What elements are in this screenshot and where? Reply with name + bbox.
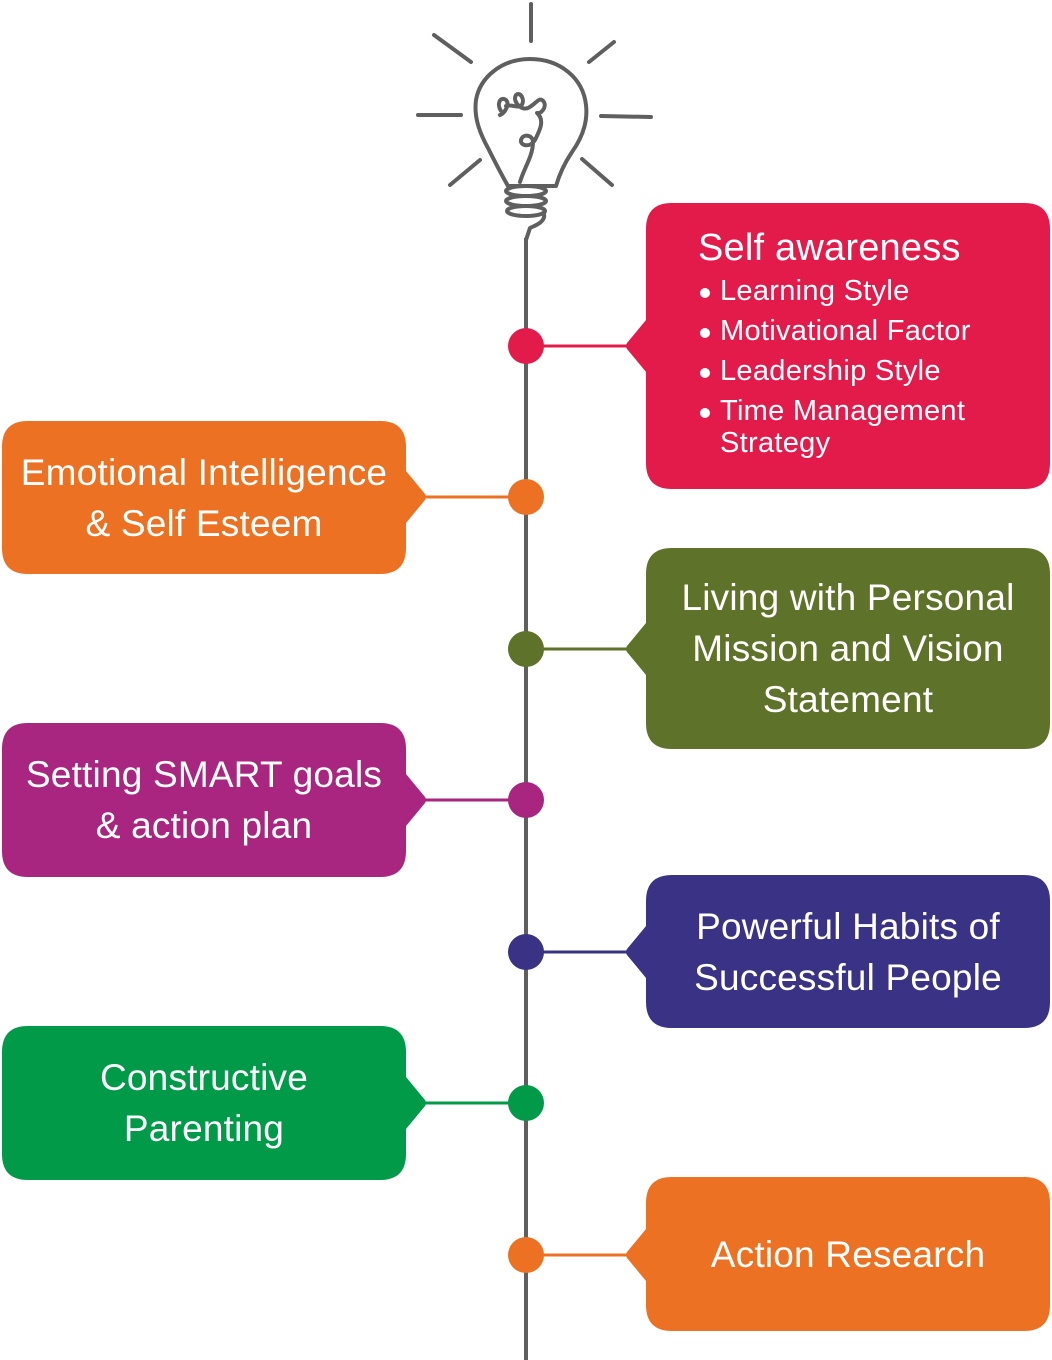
bullet-dot-icon (700, 288, 710, 298)
bullet-text: Motivational Factor (720, 315, 971, 347)
callout-shape-smart-goals (2, 723, 426, 877)
callout-line: Parenting (123, 1108, 285, 1149)
bullet-dot-icon (700, 368, 710, 378)
light-ray (448, 158, 482, 187)
callout-title: Emotional Intelligence & Self Esteem (21, 447, 387, 549)
timeline-node-action-research (508, 1237, 544, 1273)
callout-shape-constructive-parenting (2, 1026, 426, 1180)
callout-shape-powerful-habits (626, 875, 1050, 1028)
bulb-filament (496, 92, 547, 184)
callout-shape-mission-vision (626, 548, 1050, 749)
bulb-base-coil (505, 204, 547, 218)
light-ray (599, 114, 653, 119)
callout-line: Constructive (99, 1057, 309, 1098)
callout-line: & Self Esteem (85, 502, 323, 544)
timeline-node-self-awareness (508, 328, 544, 364)
lightbulb-icon (416, 2, 653, 242)
light-ray (587, 40, 616, 64)
callout-powerful-habits: Powerful Habits of Successful People (646, 875, 1050, 1028)
bullet-item: Leadership Style (698, 355, 1010, 387)
callout-line: Mission and Vision (692, 628, 1004, 669)
callout-line: Powerful Habits of (696, 905, 1000, 947)
bullet-dot-icon (700, 328, 710, 338)
callout-line: Action Research (710, 1233, 986, 1275)
timeline-node-mission-vision (508, 631, 544, 667)
callout-title: Action Research (711, 1229, 985, 1280)
callout-emotional-intelligence: Emotional Intelligence & Self Esteem (2, 421, 406, 574)
callout-line: Emotional Intelligence (20, 451, 388, 493)
light-ray (580, 157, 614, 187)
callout-line: Setting SMART goals (25, 754, 383, 795)
callout-line: Successful People (694, 956, 1002, 998)
callout-title: Setting SMART goals & action plan (26, 749, 382, 851)
bullet-item: Learning Style (698, 275, 1010, 307)
callout-shape-action-research (626, 1177, 1050, 1331)
callout-title: Powerful Habits of Successful People (694, 901, 1002, 1003)
bullet-item: Time Management Strategy (698, 395, 1010, 459)
callout-smart-goals: Setting SMART goals & action plan (2, 723, 406, 877)
callout-shape-self-awareness (626, 203, 1050, 489)
callout-line: Living with Personal (681, 577, 1015, 618)
timeline-node-powerful-habits (508, 934, 544, 970)
bullet-item: Motivational Factor (698, 315, 1010, 347)
callout-shape-emotional-intelligence (2, 421, 426, 574)
timeline-node-constructive-parenting (508, 1085, 544, 1121)
bullet-text: Leadership Style (720, 355, 941, 387)
callout-title: Self awareness (698, 227, 961, 269)
bullet-text: Learning Style (720, 275, 910, 307)
bullet-text: Time Management Strategy (720, 395, 966, 459)
bullet-dot-icon (700, 408, 710, 418)
bulb-glass (473, 57, 589, 188)
callout-line: & action plan (95, 805, 313, 846)
bulb-wire (524, 212, 547, 242)
timeline-node-smart-goals (508, 782, 544, 818)
callout-action-research: Action Research (646, 1177, 1050, 1331)
light-ray (432, 33, 473, 64)
callout-line: Statement (762, 679, 934, 720)
timeline-node-emotional-intelligence (508, 479, 544, 515)
